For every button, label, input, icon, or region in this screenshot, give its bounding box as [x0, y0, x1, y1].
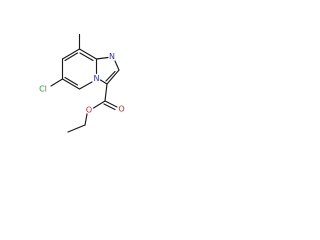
- bonds: [50, 33, 120, 133]
- bond-c2-c3: [106, 69, 120, 85]
- bond-c3-carbonyl: [104, 83, 108, 102]
- bond-c5-n-bridge: [78, 81, 93, 90]
- bond-c6-c5-inner: [64, 76, 79, 86]
- bond-c8a-n1: [95, 56, 109, 60]
- bond-ch2-ch3: [67, 124, 86, 133]
- carbonyl-oxygen-label: O: [118, 105, 124, 114]
- bond-c8a-c8: [78, 48, 98, 60]
- ester-oxygen-label: O: [86, 106, 92, 115]
- molecule-structure-diagram: Cl N N O O: [39, 33, 125, 133]
- bond-carbonyl-o: [104, 100, 118, 108]
- bond-carbonyl-o-ester: [92, 100, 106, 109]
- bond-c8-c7: [61, 48, 81, 60]
- bond-carbonyl-o-double: [103, 103, 116, 111]
- bond-c6-c5: [61, 78, 81, 90]
- imidazole-nitrogen-label: N: [109, 52, 115, 61]
- bridgehead-nitrogen-label: N: [94, 74, 100, 83]
- bond-c8a-c8-inner: [79, 52, 94, 62]
- bond-c8-c7-inner: [64, 52, 79, 62]
- bond-o-ch2: [84, 113, 88, 126]
- bond-n1-c2: [114, 60, 120, 71]
- chlorine-atom-label: Cl: [39, 85, 47, 94]
- bond-c3-n-bridge: [99, 79, 108, 85]
- bond-c2-c3-inner: [105, 70, 116, 82]
- atom-labels: Cl N N O O: [39, 52, 125, 115]
- bond-c6-cl: [50, 78, 64, 87]
